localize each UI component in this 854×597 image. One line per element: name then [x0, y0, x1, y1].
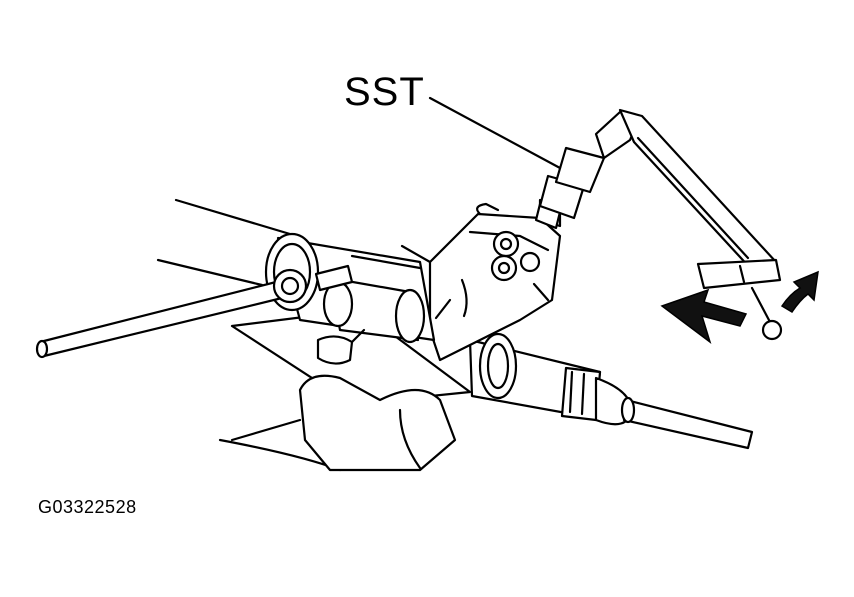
sst-torque-wrench	[534, 108, 783, 341]
sst-leader-line	[428, 96, 562, 170]
rack-tube-right	[468, 332, 754, 450]
sst-label: SST	[344, 70, 425, 114]
figure-id-label: G03322528	[38, 497, 137, 517]
arrow-left-icon	[660, 288, 748, 344]
rotation-arrows	[660, 270, 819, 344]
arrow-right-icon	[780, 270, 819, 314]
rack-housing-left	[264, 232, 436, 365]
holding-bar	[35, 264, 354, 359]
